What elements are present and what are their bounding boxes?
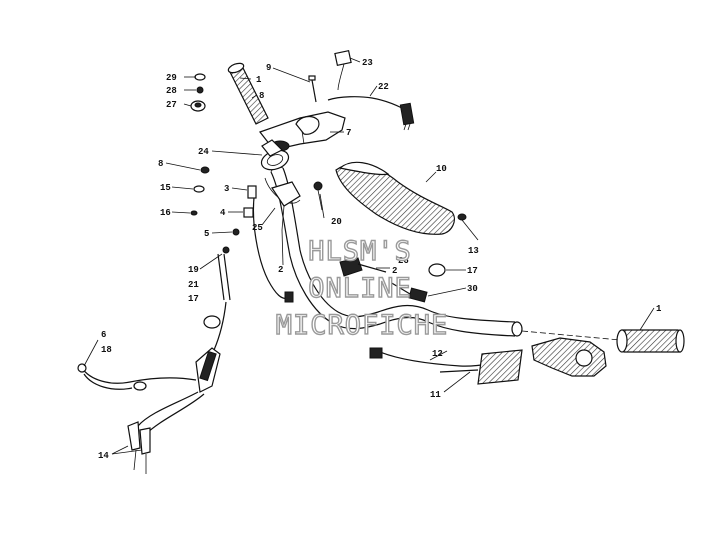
cable-housing bbox=[195, 301, 227, 393]
callout-19: 19 bbox=[188, 265, 199, 275]
callout-labels: 29 28 27 1 8 9 23 22 7 24 8 15 16 3 4 5 … bbox=[98, 58, 662, 461]
callout-7: 7 bbox=[346, 128, 351, 138]
ring-17-right bbox=[428, 263, 446, 277]
cables-14 bbox=[127, 391, 205, 474]
callout-25: 25 bbox=[252, 223, 263, 233]
callout-28: 28 bbox=[166, 86, 177, 96]
callout-11: 11 bbox=[430, 390, 441, 400]
throttle-lever-block bbox=[259, 111, 346, 152]
wire-30 bbox=[389, 281, 428, 303]
switch-wire-2 bbox=[252, 189, 294, 303]
heater-pad-11 bbox=[439, 349, 523, 385]
hand-warmer-switch-23 bbox=[334, 49, 352, 91]
callout-27: 27 bbox=[166, 100, 177, 110]
callout-22: 22 bbox=[378, 82, 389, 92]
callout-17-left: 17 bbox=[188, 294, 199, 304]
washer-15 bbox=[193, 185, 205, 193]
watermark-line-3: MICROFICHE bbox=[276, 310, 449, 341]
clamp-26 bbox=[339, 257, 387, 277]
callout-18: 18 bbox=[101, 345, 112, 355]
callout-14: 14 bbox=[98, 451, 109, 461]
callout-10: 10 bbox=[436, 164, 447, 174]
right-grip bbox=[616, 329, 685, 353]
callout-13: 13 bbox=[468, 246, 479, 256]
spacer-3 bbox=[247, 185, 257, 199]
screw-16 bbox=[190, 210, 198, 216]
callout-1-right: 1 bbox=[656, 304, 662, 314]
callout-12: 12 bbox=[432, 349, 443, 359]
knob-27 bbox=[190, 100, 206, 112]
callout-8-left: 8 bbox=[158, 159, 163, 169]
callout-6: 6 bbox=[101, 330, 106, 340]
callout-29: 29 bbox=[166, 73, 177, 83]
callout-21: 21 bbox=[188, 280, 199, 290]
screw-5 bbox=[232, 228, 240, 236]
control-housing bbox=[260, 139, 301, 231]
watermark-line-1: HLSM'S bbox=[308, 236, 412, 267]
handlebar bbox=[270, 166, 523, 337]
heater-element bbox=[531, 337, 607, 377]
screw-9 bbox=[308, 75, 317, 103]
cable-21 bbox=[217, 253, 231, 301]
nut-8 bbox=[200, 166, 210, 174]
callout-2-right: 2 bbox=[392, 266, 397, 276]
screw-19 bbox=[222, 246, 230, 254]
watermark: HLSM'S ONLINE MICROFICHE bbox=[275, 235, 449, 341]
left-grip bbox=[227, 62, 269, 125]
callout-17-right: 17 bbox=[467, 266, 478, 276]
callout-23: 23 bbox=[362, 58, 373, 68]
nut-20 bbox=[313, 181, 323, 211]
callout-20: 20 bbox=[331, 217, 342, 227]
callout-24: 24 bbox=[198, 147, 209, 157]
hand-guard-10 bbox=[335, 161, 455, 235]
callout-2-left: 2 bbox=[278, 265, 283, 275]
callout-1-top: 1 bbox=[256, 75, 262, 85]
spring-28 bbox=[196, 86, 204, 94]
screw-13 bbox=[457, 213, 467, 221]
callout-15: 15 bbox=[160, 183, 171, 193]
callout-30: 30 bbox=[467, 284, 478, 294]
callout-8-top: 8 bbox=[259, 91, 264, 101]
callout-5: 5 bbox=[204, 229, 209, 239]
ring-17-left bbox=[203, 315, 221, 329]
callout-26: 26 bbox=[398, 256, 409, 266]
callout-9: 9 bbox=[266, 63, 271, 73]
cable-6-18 bbox=[77, 363, 197, 391]
bushing-4 bbox=[243, 207, 254, 218]
wire-connector-22 bbox=[327, 96, 415, 131]
washer-29 bbox=[194, 73, 206, 81]
axis-line-1 bbox=[521, 330, 621, 341]
callout-4: 4 bbox=[220, 208, 226, 218]
callout-16: 16 bbox=[160, 208, 171, 218]
watermark-line-2: ONLINE bbox=[308, 273, 412, 304]
callout-3: 3 bbox=[224, 184, 229, 194]
leader-lines bbox=[83, 57, 655, 455]
